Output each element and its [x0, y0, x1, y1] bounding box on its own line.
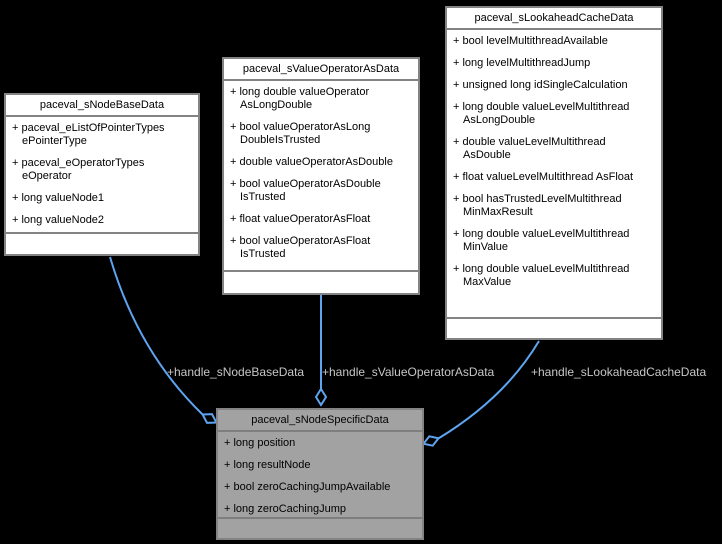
class-box-nodespecificdata[interactable]: paceval_sNodeSpecificData + long positio… [216, 408, 424, 540]
class-member: + double valueLevelMultithread AsDouble [453, 136, 606, 161]
class-member: + long double valueLevelMultithread MaxV… [453, 263, 630, 288]
aggregation-diamond-lookahead [421, 435, 441, 447]
class-member: + float valueLevelMultithread AsFloat [453, 171, 634, 183]
class-member: + long double valueLevelMultithread AsLo… [453, 101, 630, 126]
class-member: + bool hasTrustedLevelMultithread MinMax… [453, 193, 622, 218]
class-box-lookaheadcachedata[interactable]: paceval_sLookaheadCacheData + bool level… [445, 6, 663, 340]
class-title: paceval_sNodeBaseData [6, 95, 198, 117]
class-box-nodebasedata[interactable]: paceval_sNodeBaseData + paceval_eListOfP… [4, 93, 200, 256]
class-title: paceval_sLookaheadCacheData [447, 8, 661, 30]
class-member: + long valueNode2 [12, 214, 105, 226]
class-member: + long double valueLevelMultithread MinV… [453, 228, 630, 253]
class-members: + long position + long resultNode + bool… [218, 432, 422, 517]
class-methods-empty [224, 270, 418, 293]
class-member: + long double valueOperator AsLongDouble [230, 86, 370, 111]
class-members: + long double valueOperator AsLongDouble… [224, 81, 418, 270]
class-member: + bool valueOperatorAsFloat IsTrusted [230, 235, 371, 260]
connector-label-handle-svalueoperatorasdata: +handle_sValueOperatorAsData [322, 365, 495, 379]
class-member: + long valueNode1 [12, 192, 105, 204]
class-member: + bool valueOperatorAsLong DoubleIsTrust… [230, 121, 371, 146]
class-member: + bool levelMultithreadAvailable [453, 35, 608, 47]
class-member: + long levelMultithreadJump [453, 57, 591, 69]
class-methods-empty [6, 232, 198, 254]
class-box-valueoperatorasdata[interactable]: paceval_sValueOperatorAsData + long doub… [222, 57, 420, 295]
class-title: paceval_sNodeSpecificData [218, 410, 422, 432]
class-member: + unsigned long idSingleCalculation [453, 79, 628, 91]
class-member: + bool zeroCachingJumpAvailable [224, 481, 391, 493]
class-members: + bool levelMultithreadAvailable + long … [447, 30, 661, 317]
connector-lookahead-curve [437, 340, 540, 440]
class-member: + double valueOperatorAsDouble [230, 156, 393, 168]
class-title: paceval_sValueOperatorAsData [224, 59, 418, 81]
class-member: + paceval_eListOfPointerTypes ePointerTy… [12, 122, 165, 147]
connector-nodebase-curve [109, 256, 204, 416]
class-member: + float valueOperatorAsFloat [230, 213, 371, 225]
class-member: + long resultNode [224, 459, 311, 471]
class-methods-empty [447, 317, 661, 338]
class-member: + paceval_eOperatorTypes eOperator [12, 157, 145, 182]
class-methods-empty [218, 517, 422, 538]
connector-label-handle-slookaheadcachedata: +handle_sLookaheadCacheData [531, 365, 707, 379]
class-members: + paceval_eListOfPointerTypes ePointerTy… [6, 117, 198, 232]
class-member: + bool valueOperatorAsDouble IsTrusted [230, 178, 381, 203]
class-member: + long zeroCachingJump [224, 503, 346, 515]
connector-label-handle-snodebasedata: +handle_sNodeBaseData [167, 365, 305, 379]
class-member: + long position [224, 437, 296, 449]
aggregation-diamond-valueoperator [314, 387, 328, 407]
